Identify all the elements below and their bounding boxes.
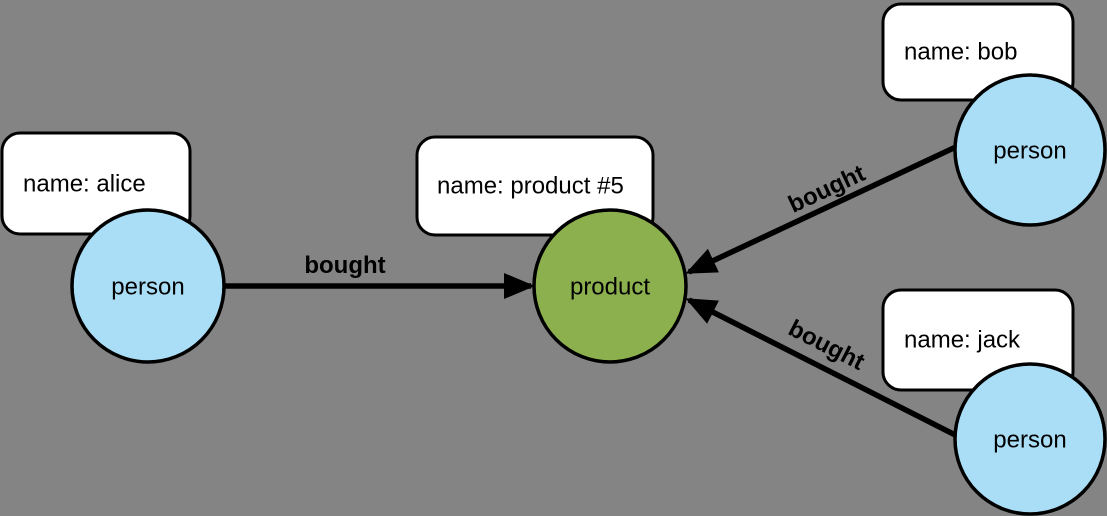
- edge-label-bought-1: bought: [304, 252, 385, 279]
- node-product-circle: [532, 208, 688, 364]
- node-alice-circle: [70, 208, 226, 364]
- property-label-jack: name: jack: [904, 327, 1021, 354]
- node-jack-label: person: [993, 427, 1066, 454]
- edge-bob-product-line: [685, 135, 977, 275]
- node-bob-label: person: [993, 138, 1066, 165]
- node-bob: person: [953, 73, 1107, 227]
- node-product: product: [532, 208, 688, 364]
- node-bob-circle: [953, 73, 1107, 227]
- property-label-product: name: product #5: [437, 173, 624, 200]
- edge-jack-product-line: [685, 297, 977, 448]
- property-label-alice: name: alice: [23, 171, 146, 198]
- node-product-label: product: [570, 274, 650, 301]
- node-alice-label: person: [111, 274, 184, 301]
- node-jack-circle: [953, 362, 1107, 516]
- property-box-product: name: product #5: [415, 135, 655, 237]
- property-label-bob: name: bob: [904, 39, 1017, 66]
- node-alice: person: [70, 208, 226, 364]
- node-jack: person: [953, 362, 1107, 516]
